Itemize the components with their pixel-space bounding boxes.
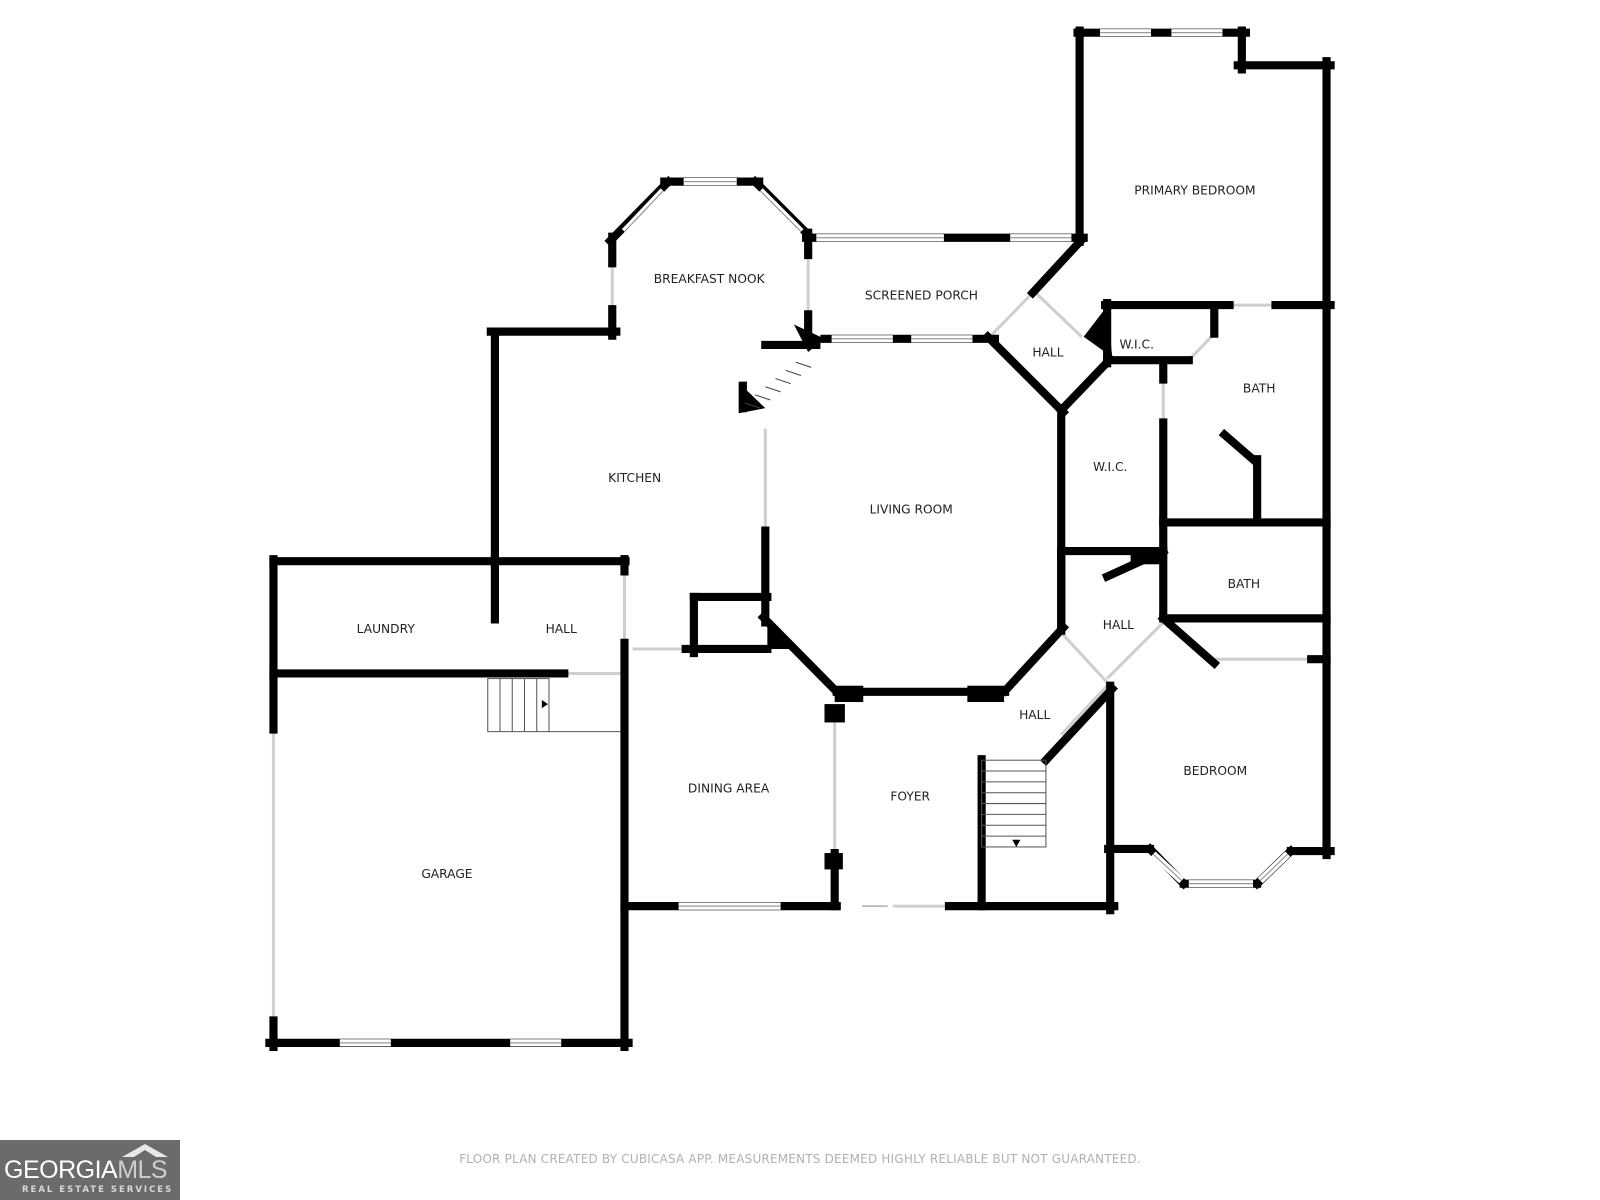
opening (1106, 621, 1165, 680)
wall-block (1083, 306, 1113, 358)
wall-block (834, 685, 864, 703)
logo-main-text: GEORGIA (4, 1156, 118, 1184)
wall-block (824, 704, 845, 723)
georgia-mls-logo: GEORGIAMLS REAL ESTATE SERVICES (0, 1140, 180, 1200)
window-pane (1259, 853, 1289, 882)
windows (339, 29, 1291, 1047)
wall-block (1130, 547, 1164, 565)
roof-icon (122, 1144, 168, 1157)
stair-arrow-icon (1012, 839, 1021, 847)
wall-segment (1157, 612, 1221, 670)
wall-segment (1040, 683, 1119, 766)
openings (271, 255, 1312, 1021)
fireplace-hatch (795, 361, 812, 368)
wall-block (793, 324, 825, 353)
room-label-dining-area: DINING AREA (688, 781, 770, 795)
room-label-hall: HALL (1103, 618, 1134, 632)
room-label-bedroom: BEDROOM (1183, 764, 1247, 778)
fireplace-hatch (785, 369, 802, 376)
fireplace-hatch (775, 378, 791, 385)
wall-block (967, 685, 1005, 703)
room-label-wic: W.I.C. (1119, 337, 1154, 351)
logo-subtitle: REAL ESTATE SERVICES (22, 1185, 174, 1195)
room-label-kitchen: KITCHEN (608, 471, 661, 485)
opening (1187, 332, 1216, 362)
window-pane (624, 190, 664, 233)
room-label-laundry: LAUNDRY (357, 622, 416, 636)
room-label-foyer: FOYER (890, 789, 930, 803)
room-label-hall: HALL (546, 622, 577, 636)
wall-segment (1218, 428, 1261, 467)
wall-segment (981, 330, 1070, 419)
room-label-bath: BATH (1243, 381, 1276, 395)
wall-block (738, 382, 766, 414)
room-label-bath: BATH (1228, 577, 1260, 591)
room-label-hall: HALL (1032, 346, 1063, 360)
room-label-wic: W.I.C. (1093, 460, 1128, 474)
room-label-hall: HALL (1019, 708, 1050, 722)
logo-text: GEORGIAMLS (4, 1156, 168, 1185)
opening (988, 291, 1034, 338)
stairs (487, 361, 1047, 848)
room-label-living-room: LIVING ROOM (870, 503, 953, 517)
wall-segment (1026, 234, 1088, 299)
opening (1034, 291, 1083, 338)
fireplace-hatch (754, 394, 771, 401)
stair-arrow-icon (541, 700, 548, 709)
room-label-garage: GARAGE (421, 867, 472, 881)
fireplace-hatch (765, 386, 781, 393)
window-pane (1152, 853, 1183, 882)
wall-block (824, 853, 843, 870)
room-label-primary-bedroom: PRIMARY BEDROOM (1134, 183, 1255, 197)
room-label-breakfast-nook: BREAKFAST NOOK (654, 272, 766, 286)
disclaimer-footer: FLOOR PLAN CREATED BY CUBICASA APP. MEAS… (459, 1152, 1141, 1166)
logo-accent-text: MLS (117, 1156, 168, 1184)
fireplace-hatch (744, 402, 761, 409)
wall-segment (1055, 353, 1116, 416)
wall-segment (999, 621, 1070, 697)
room-label-screened-porch: SCREENED PORCH (865, 288, 978, 302)
room-labels: PRIMARY BEDROOM BREAKFAST NOOK SCREENED … (357, 183, 1276, 881)
opening (1060, 684, 1109, 736)
opening (1060, 631, 1112, 687)
staircase (487, 678, 550, 733)
window-pane (759, 190, 802, 233)
